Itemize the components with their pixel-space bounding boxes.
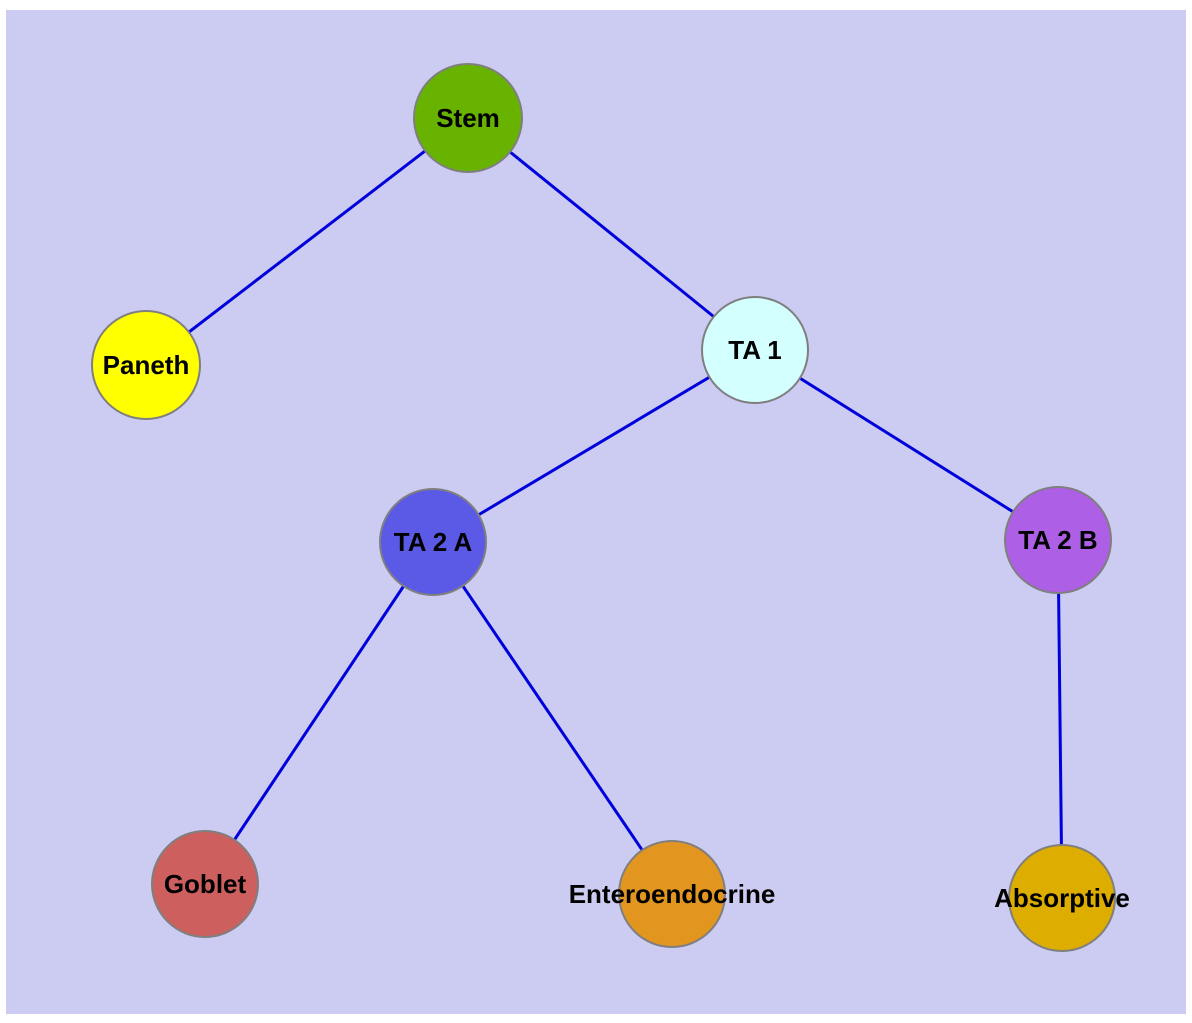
edge-ta2a-enteroendocrine: [431, 541, 674, 895]
node-ta2a: [379, 488, 487, 596]
edge-stem-ta1: [467, 116, 756, 352]
node-goblet: [151, 830, 259, 938]
node-label-stem: Stem: [436, 103, 500, 133]
edge-ta2a-goblet: [203, 541, 435, 885]
node-label-goblet: Goblet: [164, 869, 247, 899]
node-enteroendocrine: [618, 840, 726, 948]
node-absorptive: [1008, 844, 1116, 952]
node-label-absorptive: Absorptive: [994, 883, 1130, 913]
node-label-paneth: Paneth: [103, 350, 190, 380]
edge-ta1-ta2a: [432, 348, 756, 544]
node-label-ta1: TA 1: [728, 335, 781, 365]
node-stem: [413, 63, 523, 173]
node-label-ta2b: TA 2 B: [1018, 525, 1097, 555]
node-ta2b: [1004, 486, 1112, 594]
node-ta1: [701, 296, 809, 404]
edge-stem-paneth: [145, 116, 469, 367]
node-label-ta2a: TA 2 A: [394, 527, 473, 557]
edge-ta1-ta2b: [754, 348, 1059, 542]
node-label-enteroendocrine: Enteroendocrine: [569, 879, 776, 909]
edge-ta2b-absorptive: [1056, 539, 1064, 899]
node-paneth: [91, 310, 201, 420]
